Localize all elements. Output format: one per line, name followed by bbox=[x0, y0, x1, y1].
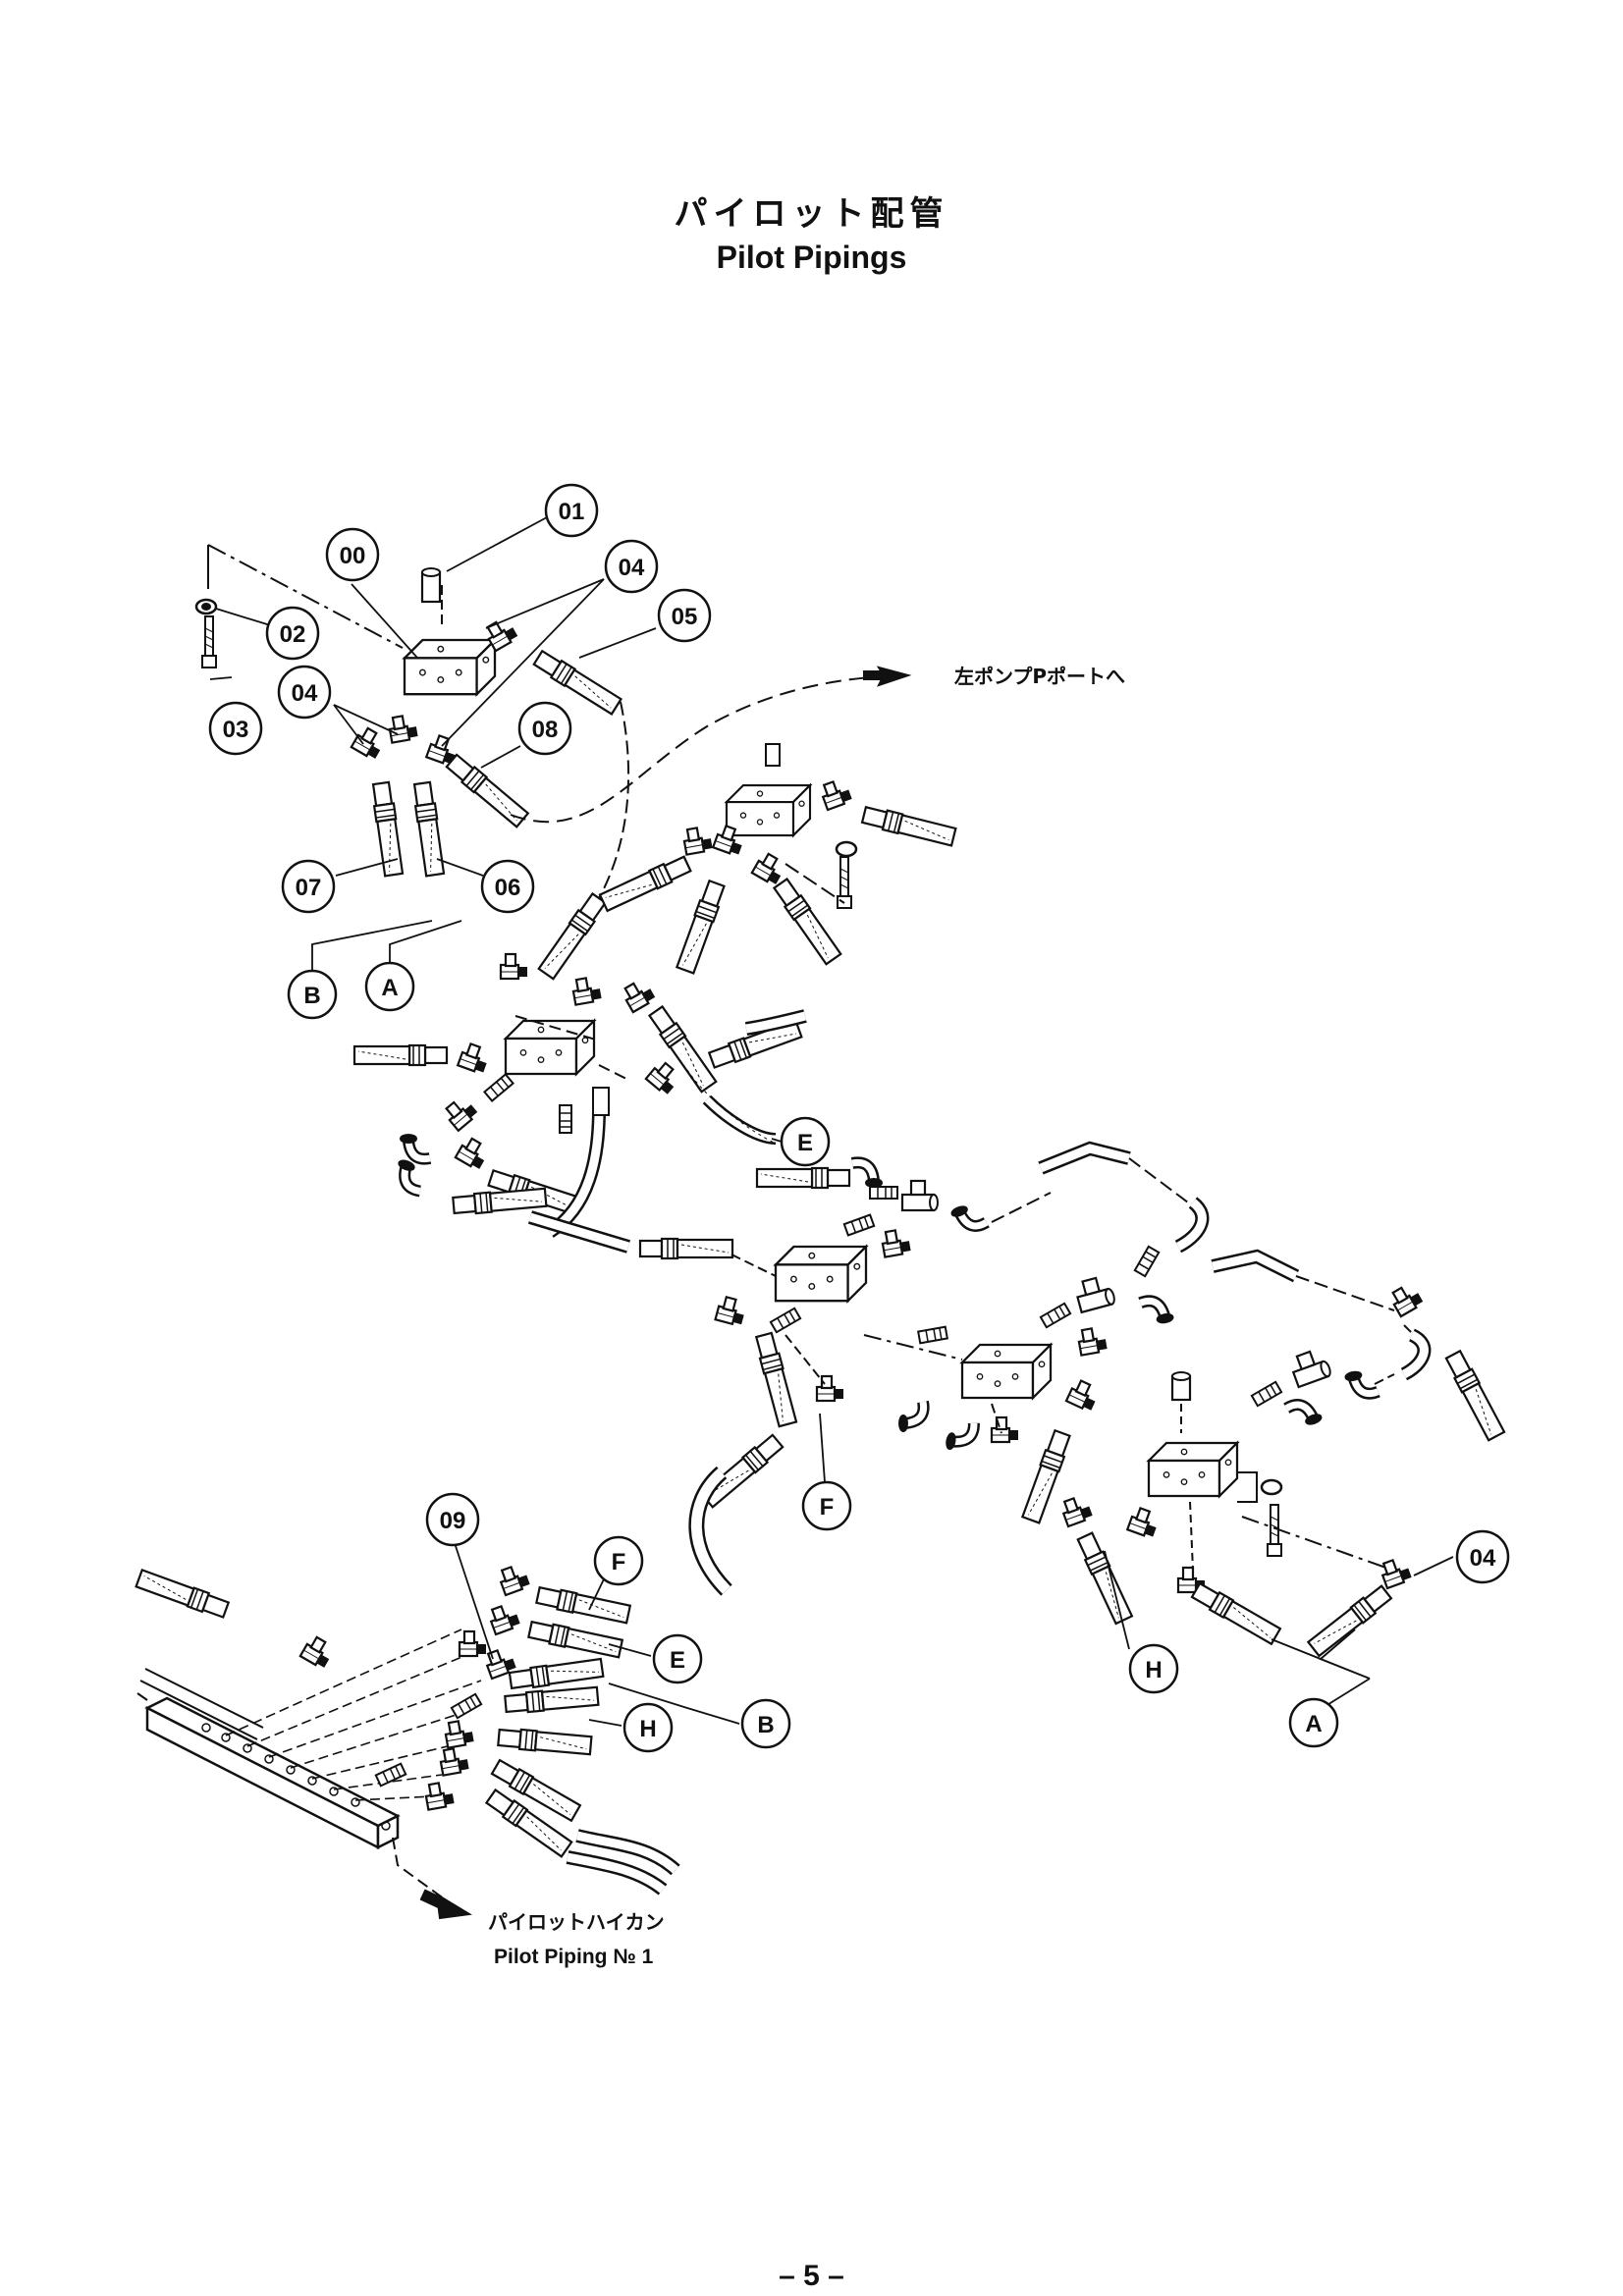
svg-text:H: H bbox=[1145, 1657, 1162, 1683]
svg-text:02: 02 bbox=[280, 621, 306, 648]
svg-text:F: F bbox=[820, 1494, 835, 1521]
callout-A-right: A bbox=[1288, 1697, 1339, 1748]
svg-text:E: E bbox=[797, 1130, 813, 1156]
svg-text:E: E bbox=[670, 1647, 685, 1674]
page-title-english: Pilot Pipings bbox=[716, 240, 907, 275]
page-title-japanese: パイロット配管 bbox=[674, 194, 949, 234]
manifold-09-bar bbox=[144, 1696, 401, 1850]
note-pilot-piping-en: Pilot Piping № 1 bbox=[494, 1946, 654, 1968]
callout-H-right: H bbox=[1128, 1643, 1179, 1694]
callout-B-top: B bbox=[287, 969, 338, 1020]
bolt-03 bbox=[201, 615, 217, 668]
svg-text:00: 00 bbox=[340, 543, 366, 569]
callout-04-left: 04 bbox=[277, 665, 332, 720]
callout-05: 05 bbox=[657, 588, 712, 643]
callout-H-lower: H bbox=[622, 1702, 674, 1753]
svg-text:04: 04 bbox=[292, 680, 318, 707]
svg-text:09: 09 bbox=[440, 1508, 466, 1534]
svg-text:04: 04 bbox=[1470, 1545, 1496, 1572]
callout-04-right: 04 bbox=[1455, 1529, 1510, 1584]
svg-text:07: 07 bbox=[296, 875, 322, 901]
svg-text:F: F bbox=[612, 1549, 626, 1575]
callout-03: 03 bbox=[208, 701, 263, 756]
svg-text:B: B bbox=[303, 983, 320, 1009]
svg-text:B: B bbox=[757, 1712, 774, 1738]
callout-E-middle: E bbox=[780, 1116, 831, 1167]
page-number: – 5 – bbox=[779, 2260, 844, 2292]
callout-06: 06 bbox=[480, 859, 535, 914]
svg-text:A: A bbox=[1305, 1711, 1322, 1737]
hoses-06-07 bbox=[369, 780, 447, 878]
callout-01: 01 bbox=[544, 483, 599, 538]
washer-02 bbox=[194, 598, 218, 615]
callout-E-lower: E bbox=[652, 1633, 703, 1684]
callout-07: 07 bbox=[281, 859, 336, 914]
svg-text:H: H bbox=[639, 1716, 656, 1742]
callout-00: 00 bbox=[325, 527, 380, 582]
callout-08: 08 bbox=[517, 701, 572, 756]
note-left-pump-port: 左ポンプPポートへ bbox=[954, 665, 1125, 688]
svg-text:03: 03 bbox=[223, 717, 249, 743]
callout-F-middle: F bbox=[801, 1480, 852, 1531]
callout-A-top: A bbox=[364, 961, 415, 1012]
svg-text:05: 05 bbox=[672, 604, 698, 630]
callout-F-lower: F bbox=[593, 1535, 644, 1586]
svg-text:04: 04 bbox=[619, 555, 645, 581]
fitting-01-cap bbox=[420, 567, 442, 604]
callout-02: 02 bbox=[265, 606, 320, 661]
callout-04-top: 04 bbox=[604, 539, 659, 594]
svg-text:06: 06 bbox=[495, 875, 521, 901]
callout-B-lower: B bbox=[740, 1698, 791, 1749]
note-pilot-piping-jp: パイロットハイカン bbox=[488, 1910, 665, 1934]
svg-text:08: 08 bbox=[532, 717, 559, 743]
svg-text:01: 01 bbox=[559, 499, 585, 525]
callout-09: 09 bbox=[425, 1492, 480, 1547]
svg-text:A: A bbox=[381, 975, 398, 1001]
block-00 bbox=[403, 638, 497, 696]
